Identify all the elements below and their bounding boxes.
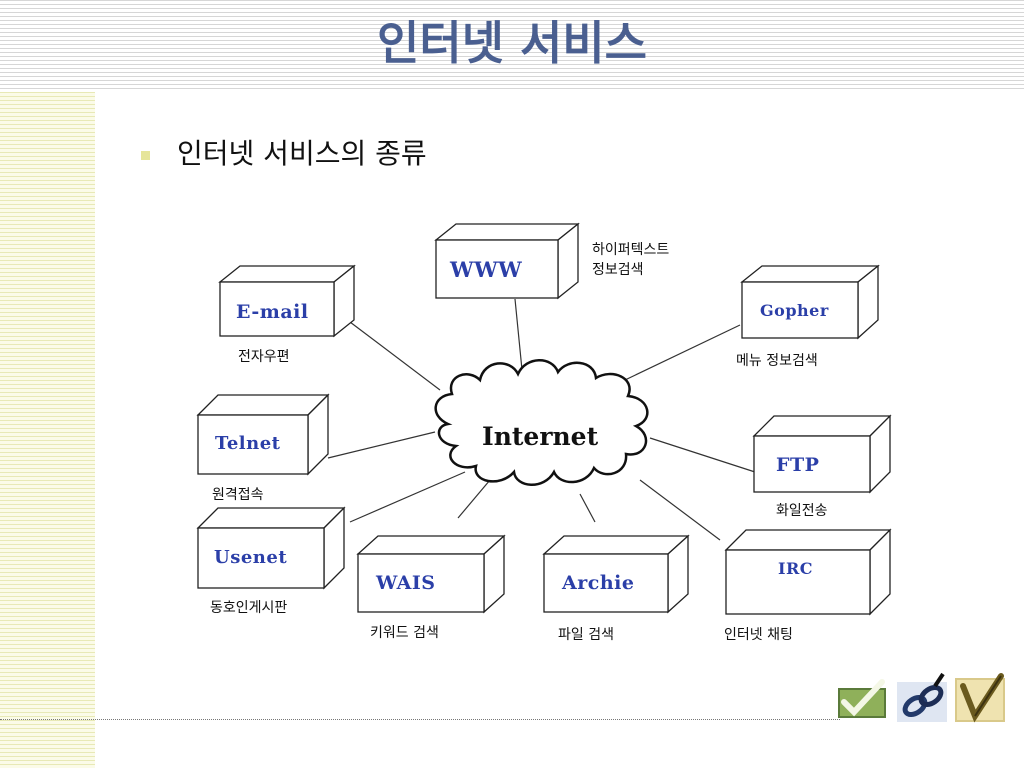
line-email (349, 321, 441, 391)
service-boxes (196, 222, 892, 616)
label-www: WWW (450, 257, 523, 282)
line-ftp (649, 437, 756, 473)
caption-gopher: 메뉴 정보검색 (736, 353, 818, 369)
caption-www-line-2: 정보검색 (592, 262, 644, 278)
caption-www: 하이퍼텍스트 정보검색 (592, 240, 669, 280)
header-stripes (0, 0, 1024, 92)
label-archie: Archie (562, 572, 635, 594)
caption-usenet: 동호인게시판 (210, 600, 288, 616)
internet-services-diagram: Internet WWW E-mail Gopher Telnet FTP Us… (180, 210, 900, 660)
link-icon (897, 672, 949, 724)
box-gopher (740, 264, 880, 340)
line-gopher (624, 324, 741, 381)
check-icon (838, 672, 890, 724)
caption-www-line-1: 하이퍼텍스트 (592, 242, 670, 258)
internet-cloud (434, 359, 649, 486)
label-telnet: Telnet (215, 433, 281, 454)
box-archie (542, 534, 690, 614)
line-wais (457, 479, 491, 519)
diagram-graphics (196, 222, 892, 616)
bullet-marker (141, 151, 150, 160)
sidebar-stripes (0, 92, 95, 768)
line-telnet (327, 431, 436, 459)
footer-rule (0, 719, 840, 720)
caption-ftp: 화일전송 (776, 503, 828, 519)
label-irc: IRC (778, 559, 814, 578)
caption-wais: 키워드 검색 (370, 625, 439, 641)
line-usenet (349, 471, 466, 523)
box-wais (356, 534, 506, 614)
connector-lines (327, 298, 756, 541)
label-usenet: Usenet (214, 547, 288, 568)
caption-email: 전자우편 (238, 349, 290, 365)
box-email (218, 264, 356, 338)
box-usenet (196, 506, 346, 590)
label-email: E-mail (236, 301, 309, 323)
internet-label: Internet (482, 422, 599, 451)
box-telnet (196, 393, 330, 476)
label-wais: WAIS (376, 572, 436, 594)
box-www (434, 222, 580, 300)
pen-check-icon (955, 672, 1007, 724)
slide-title: 인터넷 서비스 (377, 16, 647, 70)
caption-irc: 인터넷 채팅 (724, 627, 793, 643)
caption-archie: 파일 검색 (558, 627, 614, 643)
box-irc (724, 528, 892, 616)
box-ftp (752, 414, 892, 494)
label-ftp: FTP (776, 454, 820, 476)
bullet-text: 인터넷 서비스의 종류 (177, 137, 427, 170)
line-irc (639, 479, 721, 541)
label-gopher: Gopher (760, 301, 829, 320)
line-archie (579, 493, 596, 523)
caption-telnet: 원격접속 (212, 487, 264, 503)
